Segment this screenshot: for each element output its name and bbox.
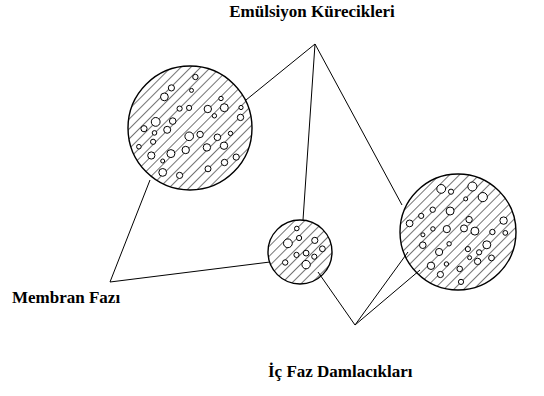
inner-droplet [151, 118, 160, 127]
inner-droplet [237, 114, 243, 120]
inner-droplet [167, 150, 175, 158]
leader-line [355, 252, 408, 325]
leader-line [318, 272, 355, 325]
inner-droplet [444, 262, 448, 266]
inner-droplet [419, 213, 424, 218]
inner-droplet [503, 231, 508, 236]
inner-droplet [239, 105, 243, 109]
inner-droplet [430, 207, 435, 212]
inner-droplet [478, 193, 487, 202]
inner-droplet [468, 182, 477, 191]
inner-droplet [448, 189, 453, 194]
inner-droplet [489, 255, 495, 261]
leader-line [110, 262, 270, 282]
inner-droplet [161, 93, 169, 101]
inner-droplet [471, 227, 479, 235]
inner-droplet [197, 131, 203, 137]
leader-line [355, 270, 420, 325]
inner-droplet [283, 260, 288, 265]
inner-droplet [185, 132, 194, 141]
inner-droplet [219, 96, 223, 100]
inner-droplet [446, 207, 454, 215]
inner-droplet [431, 227, 435, 231]
inner-droplet [212, 114, 216, 118]
inner-droplet [137, 144, 142, 149]
inner-droplet [312, 237, 318, 243]
inner-droplet [500, 217, 507, 224]
inner-droplet [214, 134, 221, 141]
inner-droplet [187, 105, 192, 110]
inner-droplet [458, 279, 463, 284]
inner-droplet [177, 172, 183, 178]
emulsion-globule [128, 66, 252, 190]
inner-droplet [205, 166, 211, 172]
inner-droplet [220, 142, 227, 149]
leader-line [246, 44, 315, 100]
inner-droplet [295, 226, 300, 231]
membrane-label: Membran Fazı [12, 288, 120, 308]
inner-droplet [152, 131, 157, 136]
inner-droplet [297, 235, 302, 240]
inner-droplet [437, 271, 443, 277]
inner-droplet [168, 85, 174, 91]
inner-droplet [141, 126, 147, 132]
inner-droplet [443, 226, 450, 233]
inner-droplet [320, 246, 326, 252]
inner-droplet [465, 247, 470, 252]
inner-droplet [159, 169, 167, 177]
inner-droplet [193, 74, 198, 79]
inner-droplet [466, 216, 472, 222]
inner-droplet [164, 126, 171, 133]
inner-droplet [461, 225, 468, 232]
inner-droplet [421, 233, 425, 237]
inner-droplet [233, 154, 239, 160]
droplet-label: İç Faz Damlacıkları [268, 362, 412, 382]
leader-line [110, 180, 150, 282]
inner-droplet [221, 159, 227, 165]
inner-droplet [220, 104, 228, 112]
inner-droplet [312, 254, 317, 259]
inner-droplet [228, 131, 232, 135]
inner-droplet [490, 229, 495, 234]
inner-droplet [468, 256, 472, 260]
inner-droplet [190, 88, 194, 92]
inner-droplet [161, 159, 165, 163]
inner-droplet [436, 248, 443, 255]
inner-droplet [294, 252, 299, 257]
inner-droplet [169, 118, 176, 125]
inner-droplet [302, 260, 310, 268]
inner-droplet [474, 258, 480, 264]
inner-droplet [151, 139, 156, 144]
inner-droplet [420, 242, 427, 249]
inner-droplet [204, 105, 211, 112]
inner-droplet [303, 250, 309, 256]
inner-droplet [477, 250, 482, 255]
inner-droplet [464, 197, 468, 201]
inner-droplet [437, 185, 446, 194]
inner-droplet [203, 144, 210, 151]
inner-droplet [483, 241, 491, 249]
inner-droplet [177, 106, 182, 111]
inner-droplet [427, 262, 434, 269]
inner-droplet [148, 152, 155, 159]
inner-droplet [447, 242, 451, 246]
globule-label: Emülsiyon Kürecikleri [229, 2, 394, 22]
leader-line [303, 44, 315, 220]
inner-droplet [284, 239, 293, 248]
inner-droplet [182, 146, 189, 153]
emulsion-globule [268, 220, 332, 284]
leader-line [315, 44, 402, 205]
inner-droplet [406, 220, 413, 227]
inner-droplet [457, 266, 463, 272]
